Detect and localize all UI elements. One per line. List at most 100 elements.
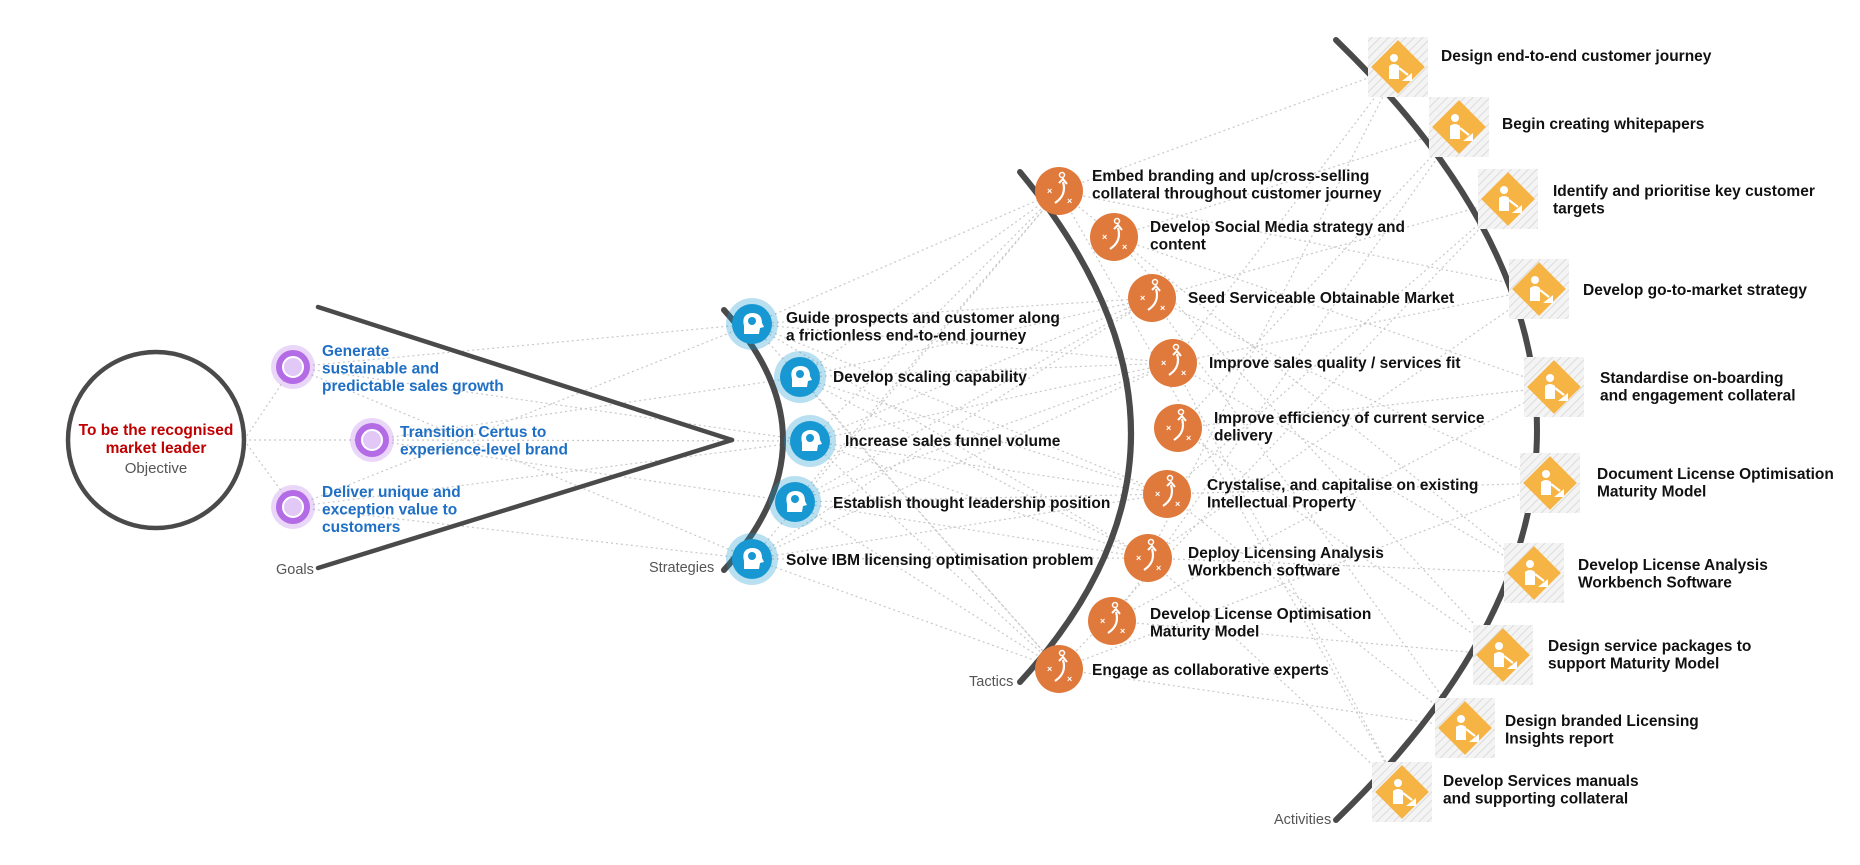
- tactic-node[interactable]: ×× Seed Serviceable Obtainable Market: [1128, 274, 1454, 322]
- target-circle-icon: [271, 345, 315, 389]
- connector-line: [1172, 288, 1540, 364]
- strategies-category-label: Strategies: [649, 560, 714, 576]
- connector-line: [751, 297, 1153, 325]
- connector-line: [751, 323, 1149, 559]
- connector-line: [794, 362, 1174, 503]
- activity-label-line: Begin creating whitepapers: [1502, 116, 1704, 133]
- activity-node[interactable]: Develop go-to-market strategy: [1509, 259, 1807, 319]
- tactic-node[interactable]: ××Improve sales quality / services fit: [1149, 339, 1461, 387]
- connector-lines: [243, 66, 1555, 793]
- svg-text:×: ×: [1155, 489, 1160, 499]
- strategy-play-icon: ××: [1149, 339, 1197, 387]
- connector-line: [292, 440, 811, 508]
- svg-text:×: ×: [1161, 358, 1166, 368]
- connector-line: [809, 440, 1168, 495]
- strategy-label: Establish thought leadership position: [833, 495, 1110, 512]
- svg-text:×: ×: [1156, 563, 1161, 573]
- connector-line: [371, 439, 811, 442]
- activity-node[interactable]: Begin creating whitepapers: [1429, 97, 1704, 157]
- connector-line: [1151, 297, 1466, 729]
- goal-label-line: predictable sales growth: [322, 378, 504, 395]
- objective-circle: [65, 349, 247, 531]
- connector-line: [292, 323, 753, 368]
- activity-label-line: Design branded Licensing: [1505, 713, 1699, 730]
- tactic-node[interactable]: ××Crystalise, and capitalise on existing…: [1143, 470, 1478, 518]
- activity-nodes: Design end-to-end customer journeyBegin …: [1368, 37, 1834, 822]
- tactic-label-line: Intellectual Property: [1207, 495, 1356, 512]
- svg-text:×: ×: [1047, 664, 1052, 674]
- strategy-label-line: Increase sales funnel volume: [845, 433, 1061, 450]
- strategy-node[interactable]: Solve IBM licensing optimisation problem: [726, 533, 1093, 585]
- activity-label-line: Insights report: [1505, 731, 1614, 748]
- objective-title-line-2: market leader: [106, 440, 207, 457]
- connector-line: [1111, 126, 1460, 622]
- tactic-label-line: collateral throughout customer journey: [1092, 186, 1382, 203]
- worker-construction-icon: [1435, 698, 1495, 758]
- connector-line: [794, 501, 1060, 670]
- strategy-label: Solve IBM licensing optimisation problem: [786, 552, 1093, 569]
- connector-line: [1058, 66, 1399, 192]
- connector-line: [1113, 126, 1460, 238]
- activity-node[interactable]: Design end-to-end customer journey: [1368, 37, 1712, 97]
- strategy-label-line: Guide prospects and customer along: [786, 310, 1060, 327]
- goals-bracket-top: [315, 304, 735, 443]
- tactic-label-line: Deploy Licensing Analysis: [1188, 545, 1384, 562]
- goal-label-line: customers: [322, 519, 400, 536]
- connector-line: [1172, 362, 1403, 793]
- svg-text:×: ×: [1140, 293, 1145, 303]
- strategy-label-line: a frictionless end-to-end journey: [786, 328, 1027, 345]
- activities-category-label: Activities: [1274, 812, 1331, 828]
- tactic-label-line: delivery: [1214, 428, 1273, 445]
- strategy-play-icon: ××: [1128, 274, 1176, 322]
- tactic-label: Seed Serviceable Obtainable Market: [1188, 290, 1454, 307]
- connector-line: [809, 440, 1060, 670]
- strategy-node[interactable]: Establish thought leadership position: [769, 476, 1110, 528]
- activity-label-line: Workbench Software: [1578, 575, 1732, 592]
- worker-construction-icon: [1524, 357, 1584, 417]
- connector-line: [292, 323, 753, 508]
- activity-label-line: Document License Optimisation: [1597, 466, 1834, 483]
- tactic-label-line: Improve efficiency of current service: [1214, 410, 1485, 427]
- target-circle-icon: [350, 418, 394, 462]
- svg-text:×: ×: [1067, 196, 1072, 206]
- goal-label-line: Generate: [322, 343, 390, 360]
- activity-label-line: targets: [1553, 201, 1605, 218]
- strategy-node[interactable]: Increase sales funnel volume: [784, 415, 1061, 467]
- connector-line: [1058, 668, 1466, 729]
- head-idea-icon: [774, 351, 826, 403]
- connector-line: [1177, 427, 1504, 656]
- strategy-play-icon: ××: [1035, 645, 1083, 693]
- tactic-node[interactable]: ××Engage as collaborative experts: [1035, 645, 1329, 693]
- strategy-node[interactable]: Develop scaling capability: [774, 351, 1027, 403]
- strategy-play-icon: ××: [1124, 534, 1172, 582]
- activity-label-line: Develop License Analysis: [1578, 557, 1768, 574]
- connector-line: [1166, 198, 1509, 495]
- connector-line: [1166, 482, 1551, 495]
